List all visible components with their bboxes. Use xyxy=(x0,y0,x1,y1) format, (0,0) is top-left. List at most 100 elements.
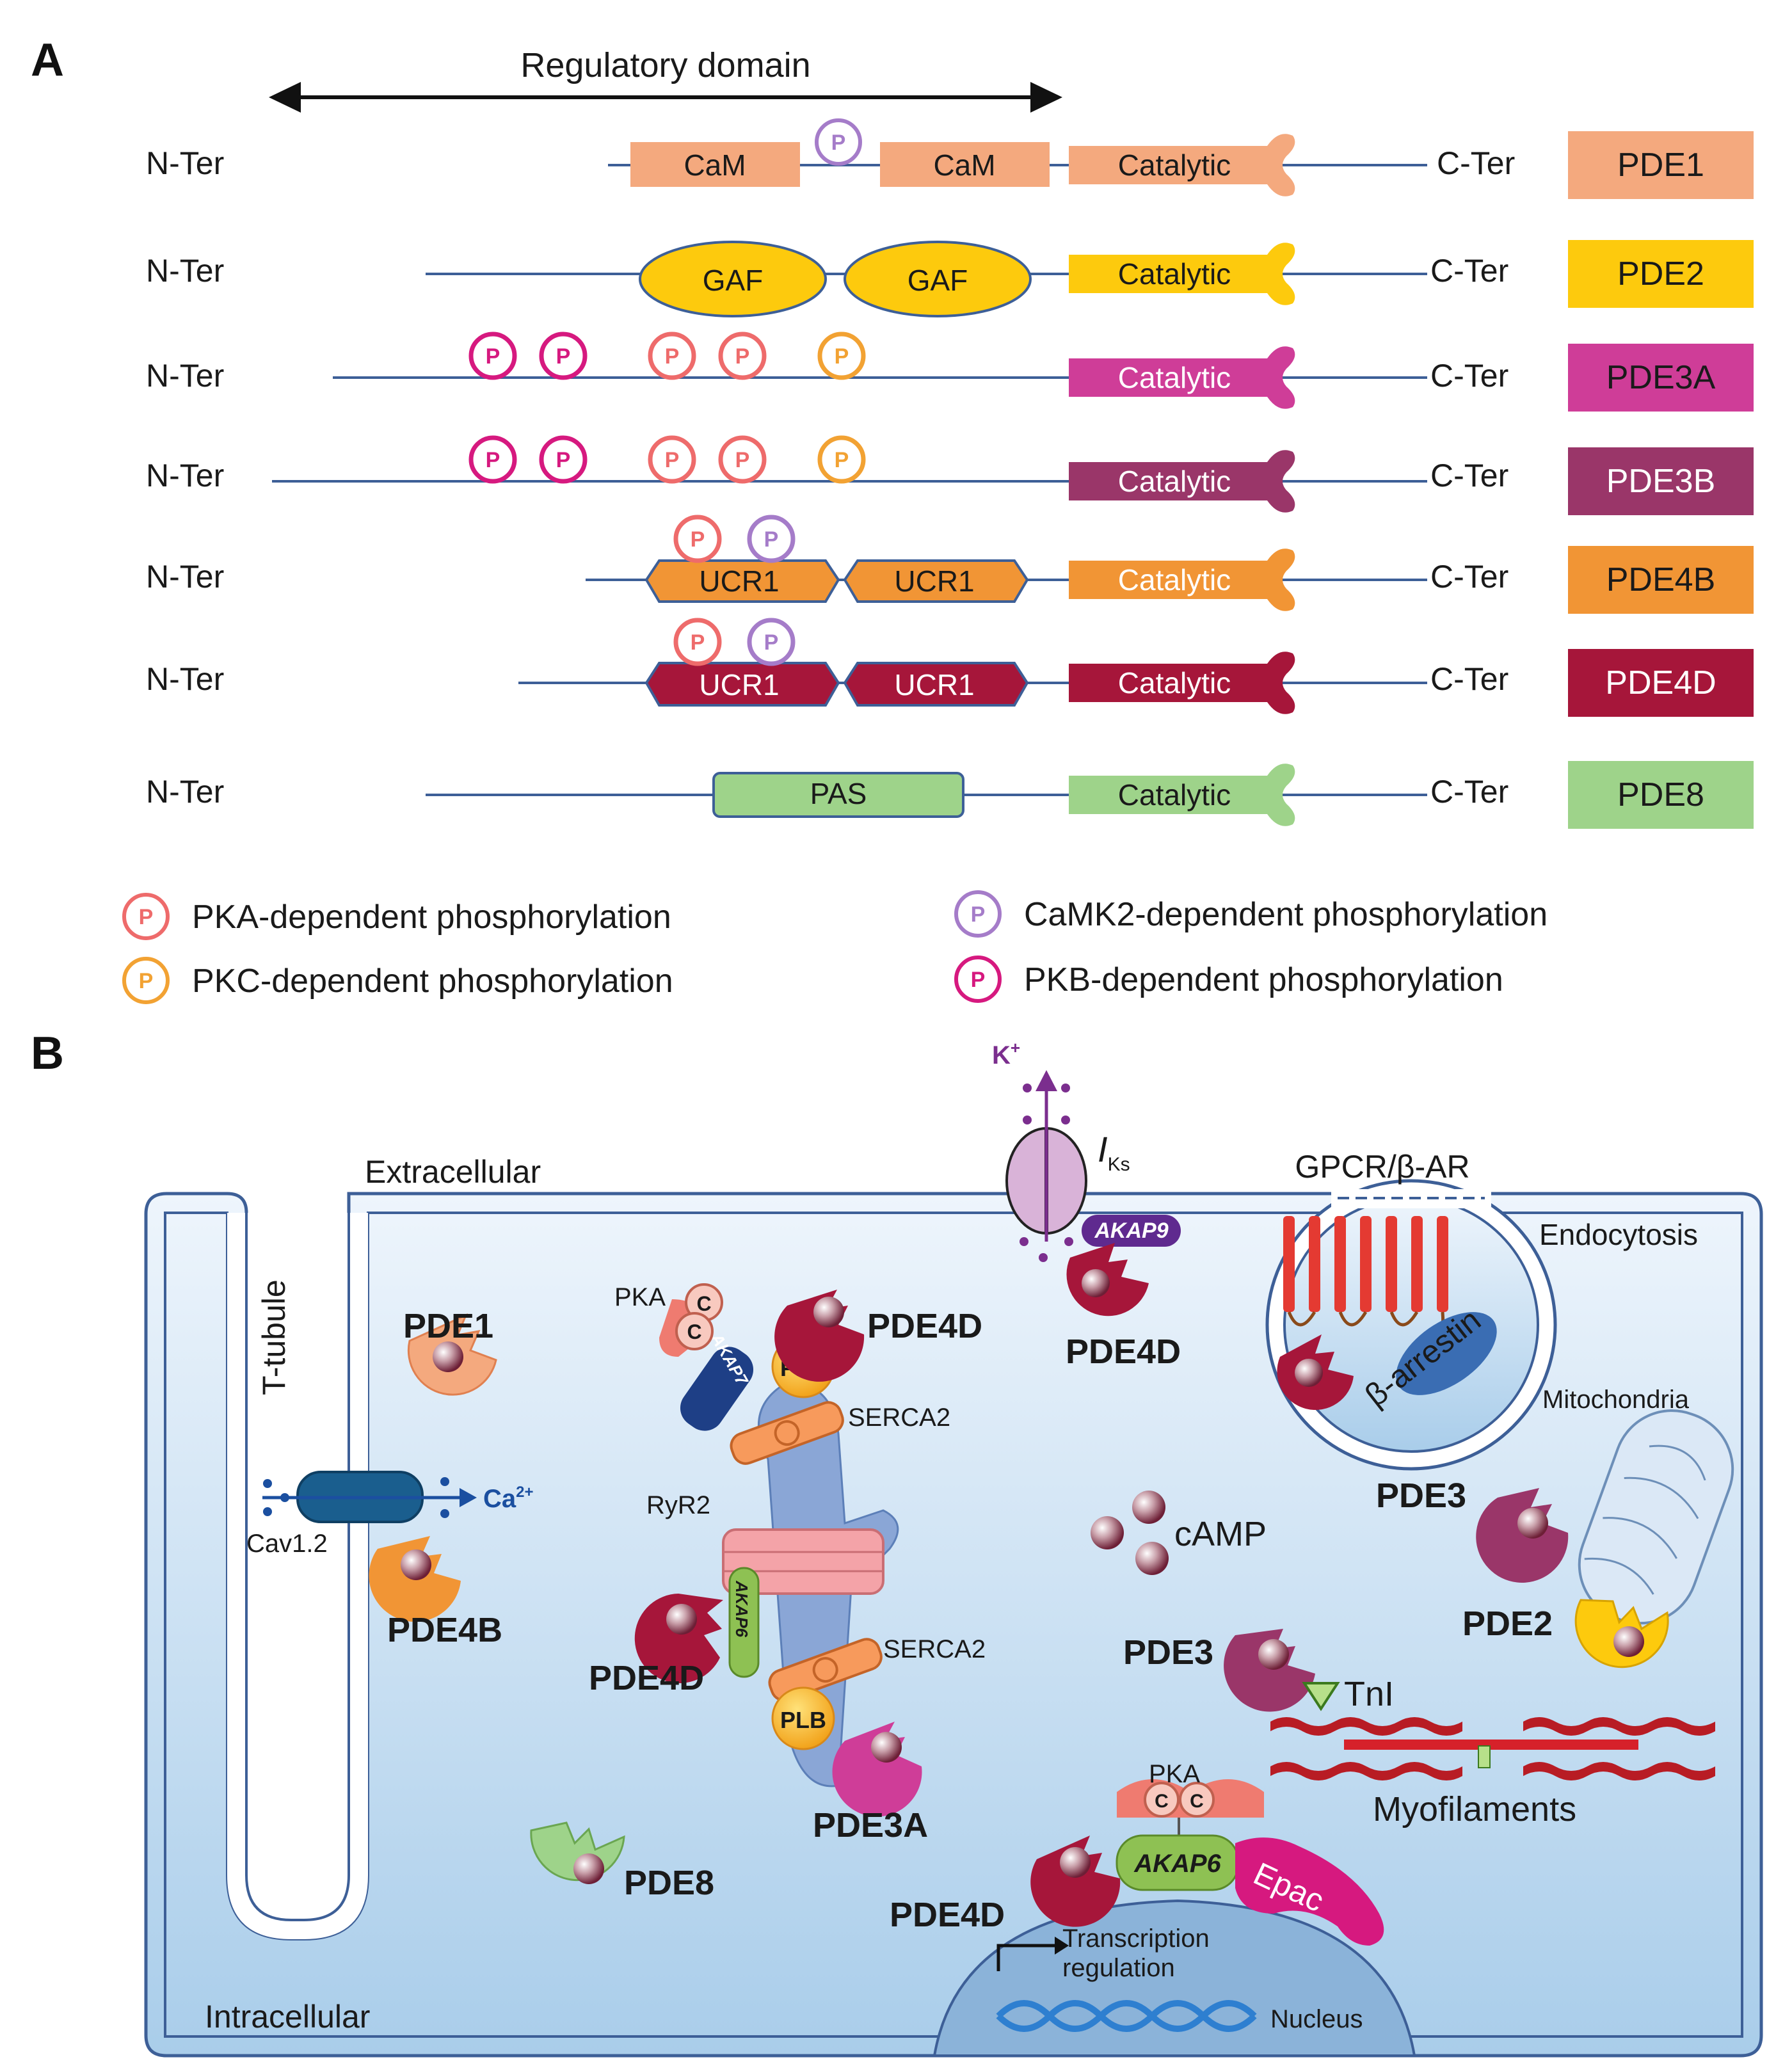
regulatory-domain-arrow xyxy=(269,82,1062,113)
pde3-right-icon xyxy=(1476,1488,1569,1583)
gpcr-receptor-icon xyxy=(1283,1216,1448,1312)
camk2-phospho-site xyxy=(815,118,862,166)
sr-complex: AKAP6 PLB AKAP7 C C PLB xyxy=(634,1283,922,1817)
pde1-label: PDE1 xyxy=(403,1307,493,1345)
tag-pde2-label: PDE2 xyxy=(1617,255,1704,292)
tag-pde8 xyxy=(1568,761,1754,829)
legend-pkb-label: PKB-dependent phosphorylation xyxy=(1024,961,1503,998)
p-label: P xyxy=(831,131,846,155)
catalytic-domain-pde4d xyxy=(1069,652,1295,714)
catalytic-label: Catalytic xyxy=(1118,257,1231,291)
cam-domain xyxy=(630,142,800,187)
c-ter-label: C-Ter xyxy=(1430,358,1508,394)
ucr1-label: UCR1 xyxy=(894,668,974,701)
n-ter-label: N-Ter xyxy=(146,661,224,697)
transcription-label: Transcription xyxy=(1062,1924,1210,1953)
n-ter-labels: N-Ter N-Ter N-Ter N-Ter N-Ter N-Ter N-Te… xyxy=(146,145,224,810)
tag-pde8-label: PDE8 xyxy=(1617,776,1704,813)
serca2-top-icon xyxy=(730,1401,844,1465)
nucleus: Transcription regulation Nucleus xyxy=(932,1899,1416,2057)
epac-icon xyxy=(1235,1837,1384,1946)
legend-pkc-marker xyxy=(122,957,170,1004)
actin-filament-icon xyxy=(1270,1717,1715,1780)
c-ter-label: C-Ter xyxy=(1430,253,1508,289)
extracellular-label: Extracellular xyxy=(365,1154,541,1190)
pde8-label: PDE8 xyxy=(624,1864,714,1902)
camp-molecule-icon xyxy=(1132,1491,1165,1524)
iks-label: IKs xyxy=(1098,1129,1130,1175)
tag-pde3a-label: PDE3A xyxy=(1606,359,1716,396)
catalytic-domain-pde3b xyxy=(1069,450,1295,513)
serca2-bottom-icon xyxy=(768,1638,883,1702)
camp-molecules xyxy=(1091,1491,1169,1575)
panel-a-label: A xyxy=(31,35,64,86)
phosphorylation-legend: P PKA-dependent phosphorylation P PKC-de… xyxy=(122,890,1548,1004)
n-ter-label: N-Ter xyxy=(146,358,224,394)
regulation-label: regulation xyxy=(1062,1954,1175,1982)
gaf-label: GAF xyxy=(908,264,968,297)
pde4d-plb-label: PDE4D xyxy=(867,1307,982,1345)
pde4d-nuclear-icon xyxy=(1030,1836,1121,1927)
legend-pkc-label: PKC-dependent phosphorylation xyxy=(192,963,673,1000)
catalytic-domains: Catalytic Catalytic Catalytic Catalytic … xyxy=(1069,134,1295,826)
pde4b-label: PDE4B xyxy=(387,1611,502,1649)
ucr1-domain xyxy=(644,559,840,603)
pka-c-subunit xyxy=(675,1312,714,1350)
camk2-phospho-site xyxy=(747,515,796,563)
tag-pde2 xyxy=(1568,240,1754,308)
tag-pde4d xyxy=(1568,649,1754,717)
tni-icon xyxy=(1302,1682,1340,1711)
pka-c-label: C xyxy=(1155,1791,1169,1812)
pka-top-label: PKA xyxy=(614,1283,666,1311)
p-label: P xyxy=(556,448,571,472)
c-ter-labels: C-Ter C-Ter C-Ter C-Ter C-Ter C-Ter C-Te… xyxy=(1430,145,1515,810)
pka-phospho-site xyxy=(648,332,696,380)
p-label: P xyxy=(665,344,680,369)
plb-bottom-icon xyxy=(771,1686,835,1750)
legend-pka-marker xyxy=(122,893,170,940)
t-tubule-label: T-tubule xyxy=(256,1279,292,1395)
c-ter-label: C-Ter xyxy=(1430,559,1508,595)
ryr2-icon xyxy=(722,1528,884,1595)
catalytic-label: Catalytic xyxy=(1118,666,1231,700)
pde4d-ryr2-label: PDE4D xyxy=(589,1659,704,1697)
p-label: P xyxy=(971,968,986,992)
p-label: P xyxy=(764,630,779,655)
serca2-top-label: SERCA2 xyxy=(848,1404,950,1432)
cav12-channel xyxy=(262,1471,477,1523)
pde1-regulatory: CaM CaM xyxy=(630,142,1050,187)
pkc-phospho-site xyxy=(817,332,866,380)
legend-camk2-label: CaMK2-dependent phosphorylation xyxy=(1024,896,1548,933)
p-label: P xyxy=(139,905,154,929)
p-label: P xyxy=(764,527,779,552)
catalytic-label: Catalytic xyxy=(1118,778,1231,812)
p-label: P xyxy=(691,630,705,655)
p-label: P xyxy=(556,344,571,369)
ryr2-label: RyR2 xyxy=(646,1491,710,1519)
camk2-phospho-site xyxy=(747,618,796,666)
tag-pde3a xyxy=(1568,344,1754,412)
pde4d-regulatory: UCR1 UCR1 xyxy=(644,662,1029,707)
mitochondria-label: Mitochondria xyxy=(1542,1386,1690,1414)
tag-pde1-label: PDE1 xyxy=(1617,147,1704,184)
akap7-icon xyxy=(680,1347,754,1431)
pka-c-subunit xyxy=(1144,1782,1180,1818)
pkb-phospho-site xyxy=(539,332,588,380)
p-label: P xyxy=(735,448,750,472)
akap9-label: AKAP9 xyxy=(1094,1219,1168,1243)
catalytic-domain-pde2 xyxy=(1069,243,1295,305)
p-label: P xyxy=(665,448,680,472)
n-ter-label: N-Ter xyxy=(146,559,224,595)
n-ter-label: N-Ter xyxy=(146,253,224,289)
catalytic-label: Catalytic xyxy=(1118,563,1231,596)
akap6-ryr2-label: AKAP6 xyxy=(732,1580,751,1638)
panel-b-label: B xyxy=(31,1028,64,1079)
nuclear-complex: C C AKAP6 Epac xyxy=(1030,1779,1384,1946)
pka-phospho-site xyxy=(673,618,722,666)
c-ter-label: C-Ter xyxy=(1430,458,1508,493)
phosphorylation-sites: P P P P P P P P P P P P P P P xyxy=(468,118,866,666)
ucr1-domain xyxy=(843,559,1029,603)
pka-nuclear-label: PKA xyxy=(1149,1760,1200,1788)
ucr1-label: UCR1 xyxy=(699,668,779,701)
